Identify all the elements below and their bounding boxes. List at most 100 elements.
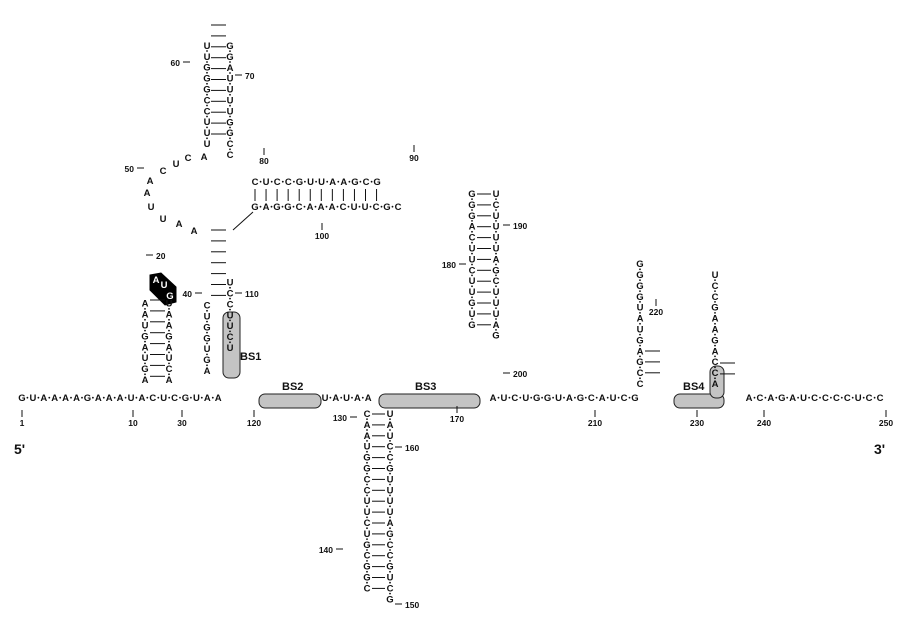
nucleotide: C xyxy=(373,202,380,213)
backbone-dot xyxy=(303,205,306,208)
backbone-dot xyxy=(315,180,317,183)
nucleotide: A xyxy=(599,393,606,404)
backbone-dot xyxy=(389,549,391,551)
nucleotide: A xyxy=(62,393,69,404)
backbone-dot xyxy=(337,180,340,183)
base-pair-lines xyxy=(150,24,735,589)
backbone-dot xyxy=(471,307,473,309)
backbone-dot xyxy=(229,308,231,311)
backbone-dot xyxy=(206,342,208,345)
annotation-labels: 5' 3' BS1 BS2 BS3 BS4 xyxy=(14,351,885,457)
three-prime-end-label: 3' xyxy=(874,441,885,457)
nucleotide: A xyxy=(637,314,644,325)
binding-site-box-bs1 xyxy=(222,311,241,379)
nucleotide: A xyxy=(365,393,372,404)
nucleotide: C xyxy=(469,265,476,276)
backbone-dot xyxy=(329,396,332,399)
position-number-170: 170 xyxy=(450,414,464,424)
nucleotide: G xyxy=(226,41,233,52)
nucleotide: G xyxy=(492,265,499,276)
backbone-dot xyxy=(281,205,284,208)
backbone-dot xyxy=(628,396,631,399)
nucleotide: G xyxy=(226,117,233,128)
nucleotide: U xyxy=(493,244,500,255)
nucleotide: A xyxy=(204,366,211,377)
position-number-200: 200 xyxy=(513,369,527,379)
backbone-dot xyxy=(495,318,497,320)
nucleotide: C xyxy=(171,393,178,404)
backbone-dot xyxy=(59,396,62,399)
backbone-dot xyxy=(595,396,598,399)
position-number-220: 220 xyxy=(649,307,663,317)
nucleotide: G xyxy=(468,200,475,211)
backbone-dot xyxy=(366,560,368,562)
backbone-dot xyxy=(530,396,533,399)
start-codon-nucleotide: A xyxy=(153,275,160,286)
nucleotide: U xyxy=(128,393,135,404)
nucleotide: U xyxy=(522,393,529,404)
nucleotide: C xyxy=(227,289,234,300)
backbone-dot xyxy=(617,396,620,399)
backbone-dot xyxy=(471,209,473,211)
nucleotide: C xyxy=(712,357,719,368)
nucleotide: C xyxy=(395,202,402,213)
nucleotide: G xyxy=(203,322,210,333)
nucleotide: C xyxy=(493,276,500,287)
position-number-130: 130 xyxy=(333,413,347,423)
nucleotide: A xyxy=(318,202,325,213)
backbone-dot xyxy=(229,72,231,74)
backbone-dot xyxy=(366,505,368,508)
backbone-dot xyxy=(206,137,208,140)
binding-site-box-bs4 xyxy=(673,393,725,409)
nucleotide: A xyxy=(215,393,222,404)
start-codon-nucleotide: U xyxy=(161,280,168,291)
nucleotide: A xyxy=(51,393,58,404)
nucleotide: G xyxy=(363,464,370,475)
nucleotide: U xyxy=(364,529,371,540)
nucleotide: G xyxy=(383,202,390,213)
position-number-40: 40 xyxy=(183,289,193,299)
nucleotide: U xyxy=(493,233,500,244)
nucleotide: G xyxy=(296,177,303,188)
nucleotide: A xyxy=(364,420,371,431)
strand-connector xyxy=(232,211,254,231)
backbone-dot xyxy=(495,307,497,309)
backbone-dot xyxy=(366,472,368,475)
nucleotide: A xyxy=(117,393,124,404)
backbone-dot xyxy=(471,263,473,266)
backbone-dot xyxy=(366,538,368,540)
nucleotide: G xyxy=(251,202,258,213)
backbone-dot xyxy=(361,396,364,399)
backbone-dot xyxy=(206,115,208,118)
nucleotide: U xyxy=(493,309,500,320)
backbone-dot xyxy=(471,230,473,233)
five-prime-end-label: 5' xyxy=(14,441,25,457)
nucleotide: C xyxy=(877,393,884,404)
nucleotide: G xyxy=(18,393,25,404)
nucleotide: U xyxy=(555,393,562,404)
backbone-dot xyxy=(211,396,214,399)
backbone-dot xyxy=(495,329,497,331)
nucleotide: C xyxy=(252,177,259,188)
start-codon-highlight xyxy=(149,272,177,306)
backbone-dot xyxy=(639,344,641,347)
nucleotide: C xyxy=(712,281,719,292)
nucleotide: A xyxy=(712,346,719,357)
backbone-dot xyxy=(168,329,170,332)
nucleotide: G xyxy=(636,270,643,281)
nucleotide: U xyxy=(343,393,350,404)
backbone-dot xyxy=(389,429,391,431)
backbone-dot xyxy=(259,180,262,183)
nucleotide: C xyxy=(712,368,719,379)
nucleotide: U xyxy=(227,343,234,354)
nucleotide: C xyxy=(637,379,644,390)
backbone-dot xyxy=(639,268,641,271)
nucleotide: A xyxy=(712,314,719,325)
nucleotide: G xyxy=(468,211,475,222)
nucleotide: U xyxy=(204,117,211,128)
backbone-dot xyxy=(206,126,208,129)
backbone-dot xyxy=(639,290,641,292)
nucleotide: U xyxy=(364,496,371,507)
position-number-190: 190 xyxy=(513,221,527,231)
backbone-dot xyxy=(351,396,353,399)
